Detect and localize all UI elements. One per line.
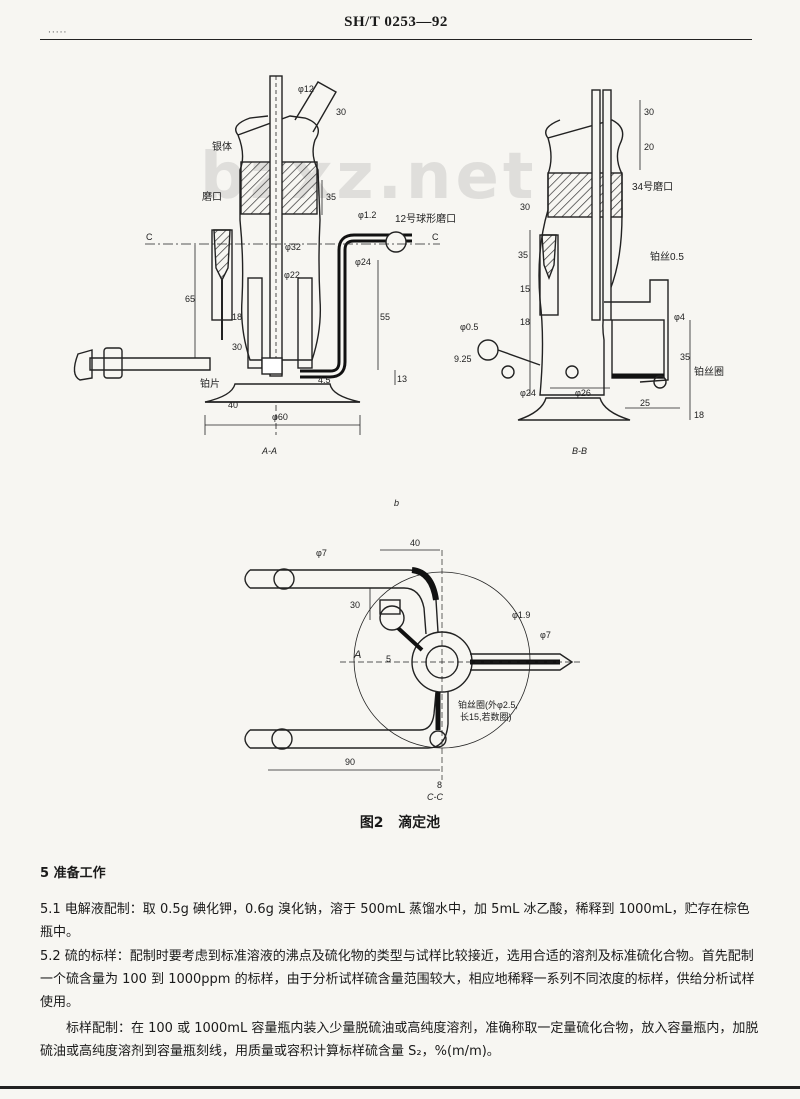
dim-label: 18	[520, 317, 530, 327]
dim-label: φ32	[285, 242, 301, 252]
callout-label: 铂丝圈	[694, 365, 724, 378]
dim-label: φ26	[575, 388, 591, 398]
header-rule	[40, 39, 752, 40]
dim-label: φ7	[316, 548, 327, 558]
dim-label: 18	[694, 410, 704, 420]
view-aa-labels: φ12 30 35 φ1.2 银体 磨口 12号球形磨口 φ32 φ22 φ24…	[146, 84, 456, 456]
dim-label: 4.5	[318, 375, 331, 385]
view-bb	[477, 89, 691, 421]
top-view-labels: b φ7 40 30 5 φ1.9 φ7 A 铂丝圈(外φ2.5, 长15,若数…	[316, 498, 551, 802]
dim-label: 20	[644, 142, 654, 152]
callout-label: 铂片	[200, 377, 220, 390]
dim-label: φ1.9	[512, 610, 530, 620]
callout-label: 铂丝圈(外φ2.5,	[458, 699, 518, 710]
dim-label: 25	[640, 398, 650, 408]
view-label: b	[394, 498, 399, 508]
dim-label: 40	[410, 538, 420, 548]
section-mark: C	[146, 232, 153, 242]
dim-label: 40	[228, 400, 238, 410]
paragraph-5-2: 5.2 硫的标样：配制时要考虑到标准溶液的沸点及硫化物的类型与试样比较接近，选用…	[40, 949, 755, 1010]
section-mark: A	[353, 649, 361, 661]
paragraph-5-1: 5.1 电解液配制：取 0.5g 碘化钾，0.6g 溴化钠，溶于 500mL 蒸…	[40, 902, 750, 940]
callout-label: 磨口	[202, 191, 222, 203]
dim-label: 35	[680, 352, 690, 362]
view-bb-labels: 30 20 34号磨口 30 35 15 18 铂丝0.5 φ4 35 铂丝圈 …	[454, 107, 724, 456]
callout-label: 铂丝0.5	[650, 250, 684, 263]
dim-label: 30	[644, 107, 654, 117]
callout-label: 长15,若数圈)	[460, 711, 512, 722]
dim-label: φ0.5	[460, 322, 478, 332]
dim-label: 30	[336, 107, 346, 117]
dim-label: 90	[345, 757, 355, 767]
figure-caption: 图2 滴定池	[0, 812, 800, 832]
view-label: A-A	[261, 446, 277, 456]
dim-label: 13	[397, 374, 407, 384]
dim-label: 15	[520, 284, 530, 294]
callout-label: 12号球形磨口	[395, 212, 456, 225]
callout-label: 34号磨口	[632, 181, 673, 193]
dim-label: 5	[386, 654, 391, 664]
view-label: B-B	[572, 446, 587, 456]
dim-label: φ22	[284, 270, 300, 280]
dim-label: 55	[380, 312, 390, 322]
dim-label: 35	[326, 192, 336, 202]
dim-label: 18	[232, 312, 242, 322]
dim-label: φ60	[272, 412, 288, 422]
figure-number: 图2	[359, 815, 384, 831]
dim-label: 8	[437, 780, 442, 790]
dim-label: 30	[232, 342, 242, 352]
dim-label: φ12	[298, 84, 314, 94]
dim-label: φ24	[520, 388, 536, 398]
view-aa	[73, 75, 440, 435]
dim-label: 35	[518, 250, 528, 260]
dim-label: 9.25	[454, 354, 472, 364]
dim-label: φ1.2	[358, 210, 376, 220]
dim-label: 30	[350, 600, 360, 610]
dim-label: φ24	[355, 257, 371, 267]
header-dots: ·····	[48, 28, 68, 38]
dim-label: φ4	[674, 312, 685, 322]
section-title: 5 准备工作	[40, 866, 106, 881]
top-view	[244, 549, 580, 780]
callout-label: 银体	[212, 140, 232, 153]
standard-code: SH/T 0253—92	[344, 14, 448, 30]
figure-title: 滴定池	[398, 815, 441, 831]
dim-label: 65	[185, 294, 195, 304]
bottom-rule	[0, 1086, 800, 1089]
dim-label: φ7	[540, 630, 551, 640]
page-header: SH/T 0253—92 ·····	[40, 8, 752, 40]
titration-cell-figure: φ12 30 35 φ1.2 银体 磨口 12号球形磨口 φ32 φ22 φ24…	[73, 75, 724, 802]
dim-label: 30	[520, 202, 530, 212]
section-mark: C	[432, 232, 439, 242]
view-label: C-C	[427, 792, 443, 802]
paragraph-standard-prep: 标样配制：在 100 或 1000mL 容量瓶内装入少量脱硫油或高纯度溶剂，准确…	[40, 1021, 759, 1059]
